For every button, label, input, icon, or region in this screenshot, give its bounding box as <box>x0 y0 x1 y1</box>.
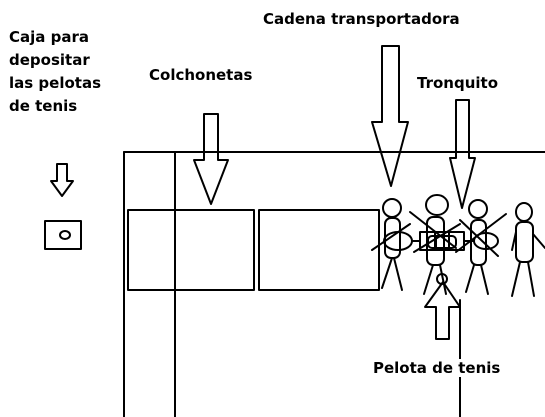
stick-figure-1 <box>371 198 411 291</box>
arrow-box <box>50 163 74 197</box>
arrow-conveyor-chain <box>371 45 409 187</box>
label-log: Tronquito <box>416 74 499 92</box>
label-ball-deposit-box-line-4: de tenis <box>9 97 78 115</box>
label-ball-deposit-box-line-1: Caja para <box>9 28 89 46</box>
arrow-log <box>449 99 476 209</box>
label-ball-deposit-box: Caja para depositar las pelotas de tenis <box>8 26 102 118</box>
label-conveyor-chain: Cadena transportadora <box>262 10 461 28</box>
mat-left <box>127 209 255 291</box>
stick-figure-4 <box>511 202 545 297</box>
arrow-tennis-ball <box>424 281 461 340</box>
label-mats: Colchonetas <box>148 66 254 84</box>
label-ball-deposit-box-line-2: depositar <box>9 51 90 69</box>
log <box>427 235 457 249</box>
label-ball-deposit-box-line-3: las pelotas <box>9 74 101 92</box>
label-tennis-ball: Pelota de tenis <box>372 359 502 377</box>
tennis-ball <box>436 273 448 285</box>
mat-right <box>258 209 380 291</box>
room-outline <box>123 151 545 417</box>
arrow-mats <box>193 113 229 205</box>
ball-deposit-box <box>44 220 82 250</box>
